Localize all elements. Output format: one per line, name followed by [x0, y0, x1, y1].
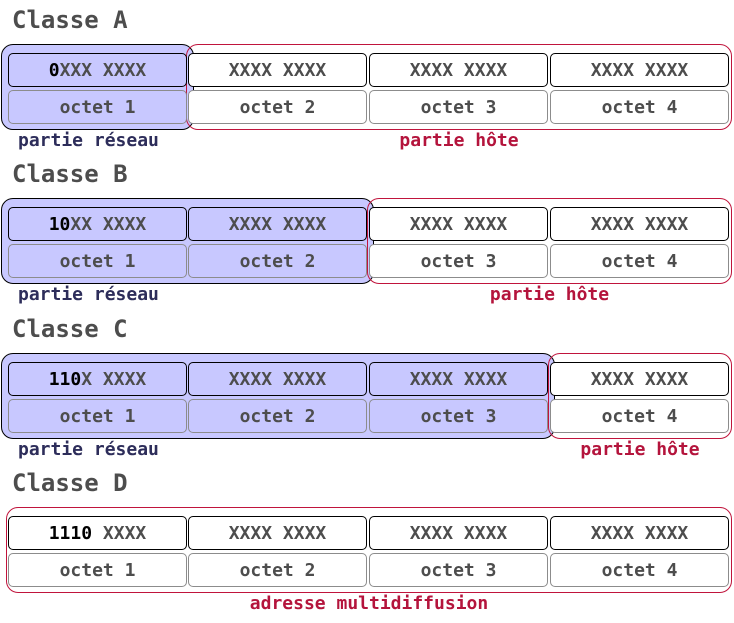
class-title: Classe D — [12, 469, 128, 497]
host-part-caption: partie hôte — [580, 439, 700, 460]
class-prefix-bits: 10 — [48, 213, 71, 235]
class-title: Classe A — [12, 6, 128, 34]
octet-bits: XXXX XXXX — [409, 213, 508, 235]
class-prefix-bits: 0 — [48, 59, 60, 81]
octet-label: octet 2 — [188, 90, 367, 124]
octet-label: octet 2 — [188, 399, 367, 433]
octet-bits: XXXX XXXX — [590, 59, 689, 81]
octet-bits-box: XXXX XXXX — [550, 362, 729, 396]
octet-bits: XXXX XXXX — [590, 368, 689, 390]
octet-bits-box: XXXX XXXX — [188, 207, 367, 241]
host-part-region — [367, 198, 732, 284]
octet-bits: XXXX XXXX — [228, 368, 327, 390]
octet-label: octet 4 — [550, 553, 729, 587]
multicast-caption: adresse multidiffusion — [249, 593, 489, 614]
octet-bits: XX XXXX — [70, 213, 147, 235]
octet-bits: XXXX — [92, 522, 147, 544]
octet-label: octet 1 — [8, 553, 187, 587]
network-part-caption: partie réseau — [18, 284, 159, 305]
host-part-region — [186, 44, 732, 130]
network-part-caption: partie réseau — [18, 130, 159, 151]
octet-bits: X XXXX — [81, 368, 147, 390]
octet-bits: XXXX XXXX — [409, 368, 508, 390]
octet-label: octet 1 — [8, 244, 187, 278]
octet-label: octet 4 — [550, 244, 729, 278]
octet-bits: XXXX XXXX — [228, 213, 327, 235]
octet-bits-box: XXXX XXXX — [188, 516, 367, 550]
octet-label: octet 1 — [8, 399, 187, 433]
octet-bits-box: XXXX XXXX — [369, 362, 548, 396]
octet-label: octet 4 — [550, 399, 729, 433]
octet-bits: XXXX XXXX — [228, 59, 327, 81]
host-part-region — [548, 353, 732, 439]
octet-bits-box: XXXX XXXX — [369, 207, 548, 241]
octet-label: octet 1 — [8, 90, 187, 124]
class-title: Classe C — [12, 315, 128, 343]
octet-label: octet 3 — [369, 90, 548, 124]
octet-bits: XXXX XXXX — [590, 213, 689, 235]
host-part-caption: partie hôte — [489, 284, 610, 305]
octet-label: octet 2 — [188, 244, 367, 278]
network-part-caption: partie réseau — [18, 439, 159, 460]
octet-bits: XXXX XXXX — [228, 522, 327, 544]
octet-bits-box: XXXX XXXX — [550, 207, 729, 241]
octet-bits-box: XXXX XXXX — [550, 516, 729, 550]
octet-label: octet 4 — [550, 90, 729, 124]
octet-bits: XXXX XXXX — [409, 59, 508, 81]
octet-bits: XXXX XXXX — [590, 522, 689, 544]
multicast-region — [6, 507, 732, 593]
octet-label: octet 3 — [369, 244, 548, 278]
class-title: Classe B — [12, 160, 128, 188]
octet-bits-box: XXXX XXXX — [369, 53, 548, 87]
host-part-caption: partie hôte — [399, 130, 519, 151]
class-prefix-bits: 1110 — [48, 522, 93, 544]
class-prefix-bits: 110 — [48, 368, 82, 390]
octet-label: octet 3 — [369, 553, 548, 587]
octet-bits-box: XXXX XXXX — [550, 53, 729, 87]
octet-bits-box: XXXX XXXX — [369, 516, 548, 550]
octet-bits: XXX XXXX — [59, 59, 147, 81]
octet-bits: XXXX XXXX — [409, 522, 508, 544]
octet-label: octet 2 — [188, 553, 367, 587]
octet-bits-box: XXXX XXXX — [188, 362, 367, 396]
octet-bits-box: 1110 XXXX — [8, 516, 187, 550]
octet-label: octet 3 — [369, 399, 548, 433]
octet-bits-box: XXXX XXXX — [188, 53, 367, 87]
